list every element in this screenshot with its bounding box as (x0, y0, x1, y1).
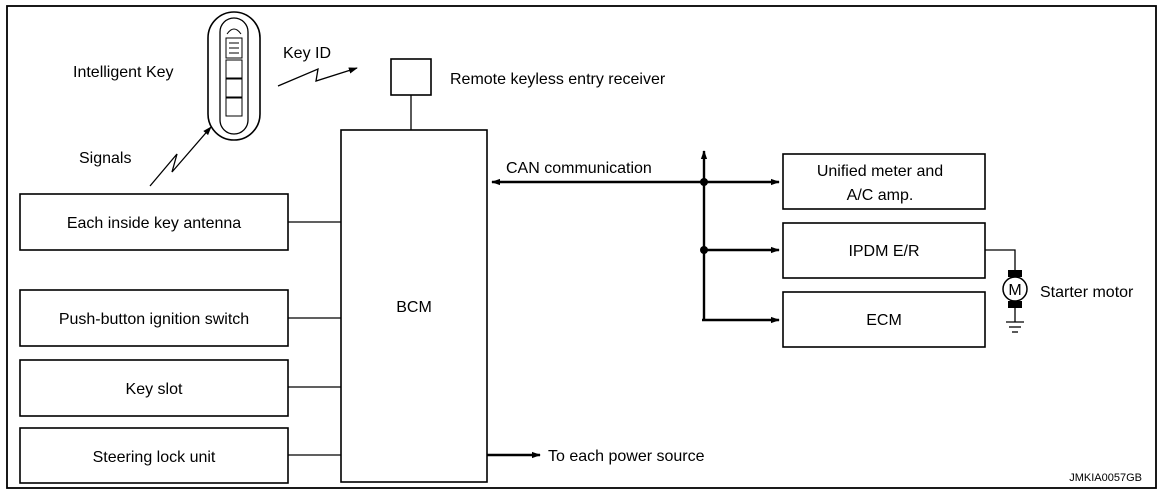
each-inside-key-antenna-label: Each inside key antenna (67, 215, 241, 232)
key-id-signal-arrow (277, 67, 358, 87)
push-button-ignition-switch-box: Push-button ignition switch (19, 289, 289, 347)
can-junction-dot (700, 246, 708, 254)
push-button-ignition-switch-label: Push-button ignition switch (59, 311, 249, 328)
intelligent-key-icon (207, 11, 261, 141)
intelligent-key-label: Intelligent Key (73, 64, 174, 81)
bcm-box (340, 129, 488, 483)
unified-meter-label-line2: A/C amp. (847, 187, 914, 204)
diagram-frame (6, 5, 1157, 489)
ipdm-er-label: IPDM E/R (848, 243, 919, 260)
ipdm-starter-line (985, 249, 1016, 270)
ipdm-er-box: IPDM E/R (782, 222, 986, 279)
starter-motor-icon (1002, 270, 1028, 333)
unified-meter-label-line1: Unified meter and (817, 163, 943, 180)
steering-lock-unit-box: Steering lock unit (19, 427, 289, 484)
signals-arrow (149, 126, 212, 187)
key-slot-box: Key slot (19, 359, 289, 417)
remote-receiver-label: Remote keyless entry receiver (450, 71, 666, 88)
starter-motor-label: Starter motor (1040, 284, 1134, 301)
key-slot-label: Key slot (126, 381, 183, 398)
power-source-label: To each power source (548, 448, 705, 465)
steering-lock-unit-label: Steering lock unit (93, 449, 216, 466)
figure-code: JMKIA0057GB (1069, 472, 1142, 484)
signals-label: Signals (79, 150, 131, 167)
can-junction-dot (700, 178, 708, 186)
motor-symbol-label: M (1008, 282, 1021, 299)
ecm-box: ECM (782, 291, 986, 348)
ecm-label: ECM (866, 312, 902, 329)
unified-meter-box: Unified meter and A/C amp. (782, 153, 986, 210)
key-id-label: Key ID (283, 45, 331, 62)
remote-receiver-box (390, 58, 432, 96)
bcm-label: BCM (396, 299, 432, 316)
can-communication-label: CAN communication (506, 160, 652, 177)
each-inside-key-antenna-box: Each inside key antenna (19, 193, 289, 251)
